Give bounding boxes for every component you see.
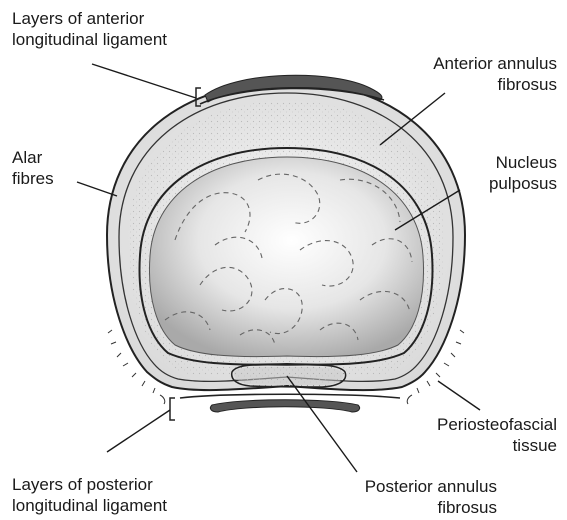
label-posterior-longitudinal-ligament: Layers of posterior longitudinal ligamen…: [12, 474, 167, 516]
nucleus-pulposus: [149, 157, 423, 357]
label-line: Alar: [12, 147, 54, 168]
label-line: Posterior annulus: [365, 476, 497, 497]
label-nucleus-pulposus: Nucleus pulposus: [489, 152, 557, 194]
label-line: fibrosus: [433, 74, 557, 95]
leader-posterior-ligament: [107, 410, 170, 452]
label-line: Layers of anterior: [12, 8, 167, 29]
label-line: Layers of posterior: [12, 474, 167, 495]
label-periosteofascial-tissue: Periosteofascial tissue: [437, 414, 557, 456]
leader-anterior-ligament: [92, 64, 196, 98]
posterior-ligament-bracket: [170, 398, 175, 420]
leader-alar-fibres: [77, 182, 117, 196]
label-line: pulposus: [489, 173, 557, 194]
label-line: tissue: [437, 435, 557, 456]
posterior-ligament-outer: [210, 400, 359, 412]
label-line: Nucleus: [489, 152, 557, 173]
label-anterior-longitudinal-ligament: Layers of anterior longitudinal ligament: [12, 8, 167, 50]
label-posterior-annulus-fibrosus: Posterior annulus fibrosus: [365, 476, 497, 518]
label-line: longitudinal ligament: [12, 495, 167, 516]
posterior-ligament-inner: [180, 394, 400, 398]
label-anterior-annulus-fibrosus: Anterior annulus fibrosus: [433, 53, 557, 95]
label-line: fibrosus: [365, 497, 497, 518]
posterior-annulus-fill: [234, 367, 343, 385]
label-line: longitudinal ligament: [12, 29, 167, 50]
label-alar-fibres: Alar fibres: [12, 147, 54, 189]
label-line: Periosteofascial: [437, 414, 557, 435]
label-line: fibres: [12, 168, 54, 189]
label-line: Anterior annulus: [433, 53, 557, 74]
leader-periosteofascial: [438, 381, 480, 410]
